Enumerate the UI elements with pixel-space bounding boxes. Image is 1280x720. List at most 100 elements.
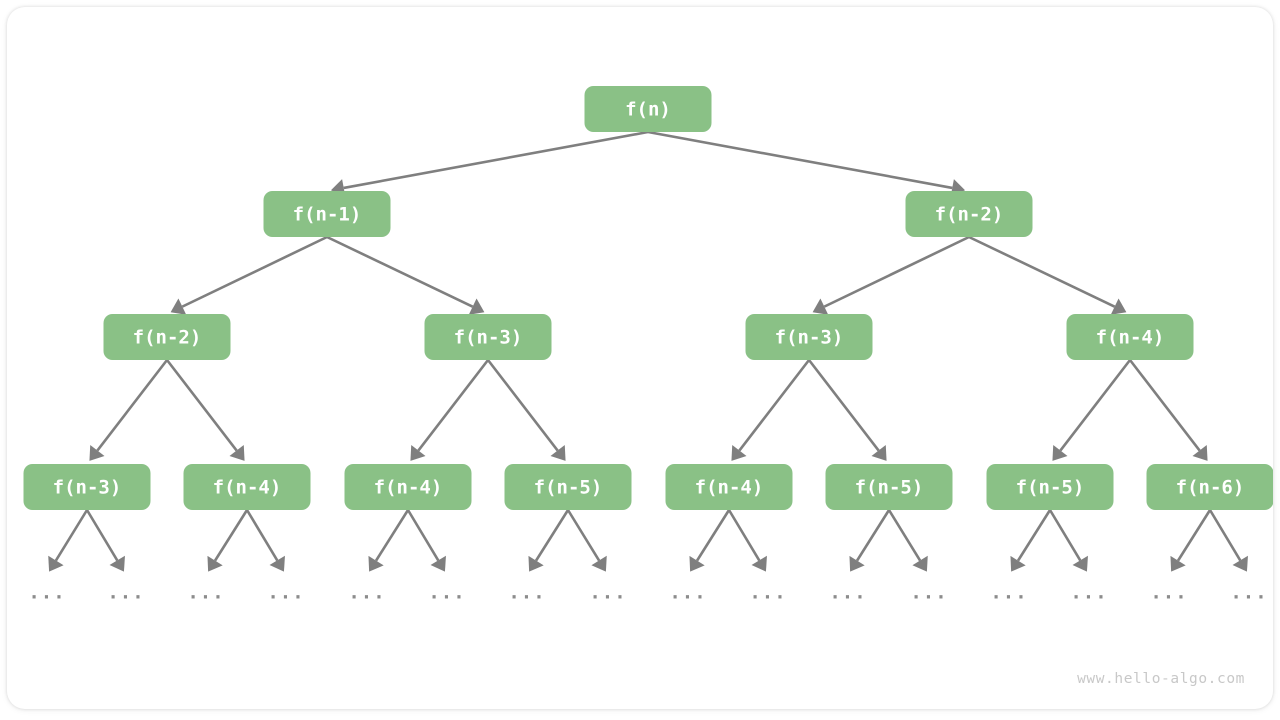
edge-n3-to-n8 xyxy=(165,359,245,461)
edge-n7-to-ellipsis-0 xyxy=(48,509,89,572)
tree-node[interactable]: f(n-3) xyxy=(424,314,552,360)
tree-node-label: f(n-4) xyxy=(374,477,443,499)
edge-line xyxy=(727,509,761,562)
tree-node-box[interactable] xyxy=(584,86,712,132)
nodes-layer: f(n) f(n-1) f(n-2) f(n-2) f(n-3) f(n-3) f(n-4)… xyxy=(23,86,1274,510)
edge-line xyxy=(647,130,953,190)
arrow-head-icon xyxy=(269,555,285,572)
tree-node[interactable]: f(n-3) xyxy=(23,464,151,510)
arrow-head-icon xyxy=(751,555,767,572)
edge-n1-to-n3 xyxy=(170,235,328,315)
tree-node-box[interactable] xyxy=(1146,464,1274,510)
edge-line xyxy=(1048,509,1082,562)
recursion-tree-diagram: f(n) f(n-1) f(n-2) f(n-2) f(n-3) f(n-3) f(n-4)… xyxy=(23,86,1274,604)
arrow-head-icon xyxy=(1232,555,1248,572)
ellipsis-marker: ... xyxy=(1070,582,1107,604)
edge-n1-to-n4 xyxy=(326,235,485,315)
edge-line xyxy=(1176,509,1212,562)
tree-node-box[interactable] xyxy=(183,464,311,510)
arrow-head-icon xyxy=(410,445,426,461)
arrow-head-icon xyxy=(1072,555,1088,572)
edge-n6-to-n13 xyxy=(1052,359,1132,461)
tree-node-label: f(n-3) xyxy=(454,327,523,349)
edge-n13-to-ellipsis-12 xyxy=(1010,509,1052,572)
arrow-head-icon xyxy=(207,555,223,572)
tree-node-box[interactable] xyxy=(905,191,1033,237)
tree-node-box[interactable] xyxy=(344,464,472,510)
arrow-head-icon xyxy=(550,445,566,461)
tree-node-box[interactable] xyxy=(23,464,151,510)
tree-node-box[interactable] xyxy=(504,464,632,510)
tree-node[interactable]: f(n-1) xyxy=(263,191,391,237)
tree-node-label: f(n) xyxy=(625,99,671,121)
edge-line xyxy=(1059,359,1132,452)
tree-node[interactable]: f(n-3) xyxy=(745,314,873,360)
tree-node-box[interactable] xyxy=(103,314,231,360)
ellipsis-marker: ... xyxy=(267,582,304,604)
edge-n0-to-n2 xyxy=(647,130,966,197)
edge-line xyxy=(534,509,570,562)
tree-node[interactable]: f(n-5) xyxy=(986,464,1114,510)
ellipsis-marker: ... xyxy=(669,582,706,604)
arrow-head-icon xyxy=(89,445,105,461)
tree-node-label: f(n-2) xyxy=(133,327,202,349)
edge-n13-to-ellipsis-13 xyxy=(1048,509,1088,572)
arrow-head-icon xyxy=(1052,445,1068,461)
arrow-head-icon xyxy=(1110,298,1127,315)
ellipsis-marker: ... xyxy=(187,582,224,604)
diagram-card: f(n) f(n-1) f(n-2) f(n-2) f(n-3) f(n-3) f(n-4)… xyxy=(7,7,1273,709)
arrow-head-icon xyxy=(1010,555,1026,572)
edge-line xyxy=(54,509,89,562)
arrow-head-icon xyxy=(871,445,887,461)
arrow-head-icon xyxy=(731,445,747,461)
tree-node-box[interactable] xyxy=(263,191,391,237)
tree-node-label: f(n-3) xyxy=(53,477,122,499)
arrow-head-icon xyxy=(591,555,607,572)
tree-node-label: f(n-4) xyxy=(213,477,282,499)
tree-node[interactable]: f(n-2) xyxy=(103,314,231,360)
tree-node[interactable]: f(n-4) xyxy=(183,464,311,510)
tree-node-box[interactable] xyxy=(1066,314,1194,360)
tree-node[interactable]: f(n-5) xyxy=(504,464,632,510)
tree-node[interactable]: f(n-4) xyxy=(1066,314,1194,360)
tree-node-box[interactable] xyxy=(986,464,1114,510)
edge-line xyxy=(823,235,970,308)
ellipsis-layer: ........................................… xyxy=(28,582,1266,604)
tree-node-box[interactable] xyxy=(424,314,552,360)
tree-node[interactable]: f(n-6) xyxy=(1146,464,1274,510)
ellipsis-marker: ... xyxy=(829,582,866,604)
edge-n2-to-n6 xyxy=(968,235,1127,315)
ellipsis-marker: ... xyxy=(348,582,385,604)
ellipsis-marker: ... xyxy=(990,582,1027,604)
edge-n3-to-n7 xyxy=(89,359,169,461)
tree-node-label: f(n-1) xyxy=(293,204,362,226)
edge-n14-to-ellipsis-15 xyxy=(1208,509,1248,572)
edge-n0-to-n1 xyxy=(330,130,649,197)
tree-node-box[interactable] xyxy=(665,464,793,510)
tree-node[interactable]: f(n-5) xyxy=(825,464,953,510)
tree-node[interactable]: f(n-2) xyxy=(905,191,1033,237)
ellipsis-marker: ... xyxy=(428,582,465,604)
ellipsis-marker: ... xyxy=(910,582,947,604)
arrow-head-icon xyxy=(368,555,384,572)
edge-n4-to-n9 xyxy=(410,359,490,461)
tree-node[interactable]: f(n) xyxy=(584,86,712,132)
tree-node-label: f(n-5) xyxy=(534,477,603,499)
edge-n10-to-ellipsis-7 xyxy=(566,509,607,572)
edge-n11-to-ellipsis-8 xyxy=(689,509,731,572)
edge-n6-to-n14 xyxy=(1128,359,1208,461)
edge-n2-to-n5 xyxy=(812,235,970,315)
edge-line xyxy=(165,359,238,452)
tree-node-box[interactable] xyxy=(745,314,873,360)
edge-line xyxy=(855,509,891,562)
arrow-head-icon xyxy=(48,555,64,572)
tree-node[interactable]: f(n-4) xyxy=(665,464,793,510)
tree-node-box[interactable] xyxy=(825,464,953,510)
edge-line xyxy=(486,359,559,452)
edge-line xyxy=(343,130,649,190)
arrow-head-icon xyxy=(170,298,187,315)
arrow-head-icon xyxy=(468,298,485,315)
tree-node[interactable]: f(n-4) xyxy=(344,464,472,510)
arrow-head-icon xyxy=(849,555,865,572)
ellipsis-marker: ... xyxy=(589,582,626,604)
